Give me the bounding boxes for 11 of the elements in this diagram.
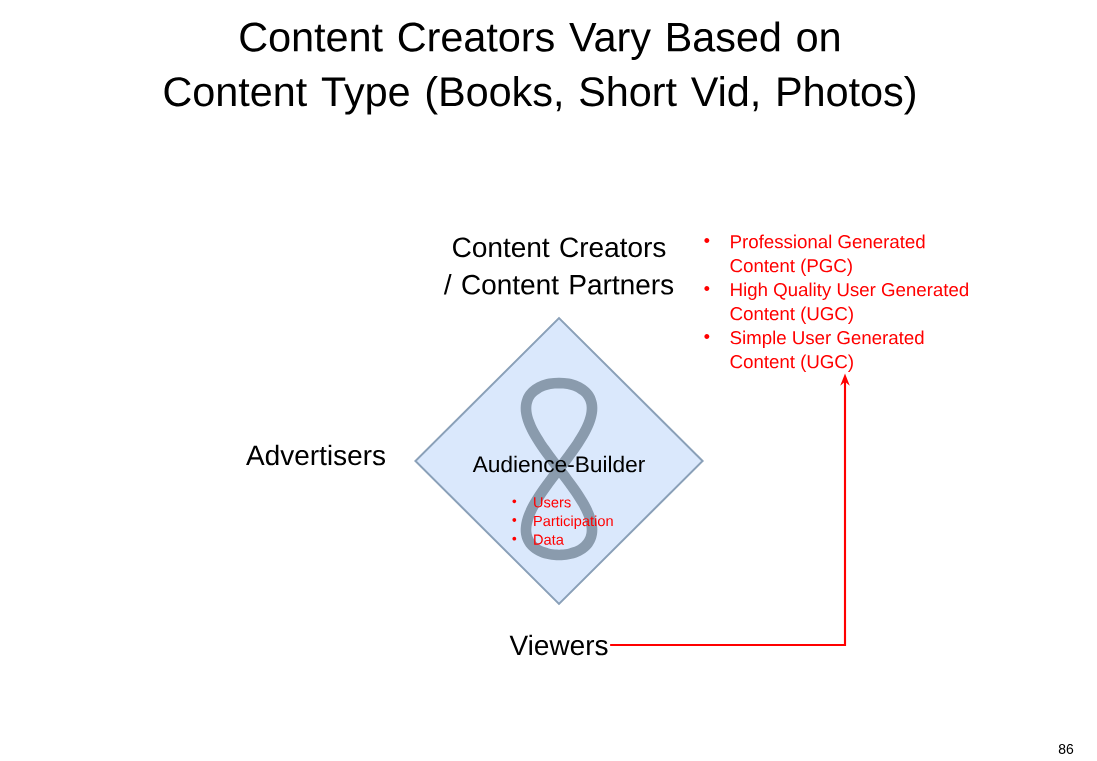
bullet-list: Users Participation Data bbox=[512, 497, 613, 545]
page-number: 86 bbox=[1058, 744, 1074, 754]
text-label: Viewers bbox=[509, 634, 608, 656]
node-label: Simple User Generated Content (UGC) bbox=[730, 330, 924, 372]
node-label: Professional Generated Content (PGC) bbox=[730, 234, 925, 276]
bullet-list: Professional Generated Content (PGC) High Quality User Generated Content (UGC) Simple User Generated Content (UGC) bbox=[704, 234, 968, 372]
text-label: Content Creators / Content Partners bbox=[443, 237, 674, 295]
text-label: Advertisers bbox=[246, 444, 385, 466]
title: Content Creators Vary Based on Content Type (Books, Short Vid, Photos) bbox=[164, 21, 915, 115]
node-title: Audience-Builder bbox=[472, 455, 645, 473]
node-label: High Quality User Generated Content (UGC) bbox=[730, 282, 969, 324]
